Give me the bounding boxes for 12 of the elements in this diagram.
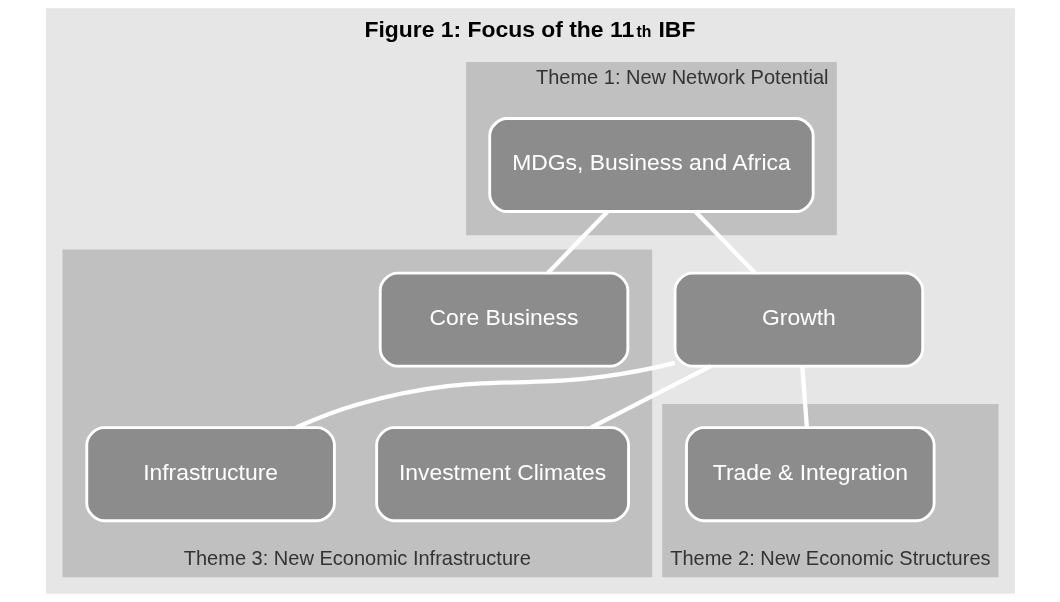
node-box: Investment Climates: [374, 426, 630, 523]
connector: [294, 360, 675, 430]
node-box: Infrastructure: [84, 426, 336, 523]
node-box: Trade & Integration: [684, 426, 936, 523]
connector: [589, 364, 712, 430]
node-box: Core Business: [378, 271, 629, 368]
diagram-title: Figure 1: Focus of the 11th IBF: [363, 15, 695, 42]
connector: [545, 210, 609, 275]
connector: [799, 366, 809, 428]
node-box: Growth: [673, 271, 924, 368]
node-box: MDGs, Business and Africa: [487, 117, 815, 213]
connector: [693, 210, 756, 275]
